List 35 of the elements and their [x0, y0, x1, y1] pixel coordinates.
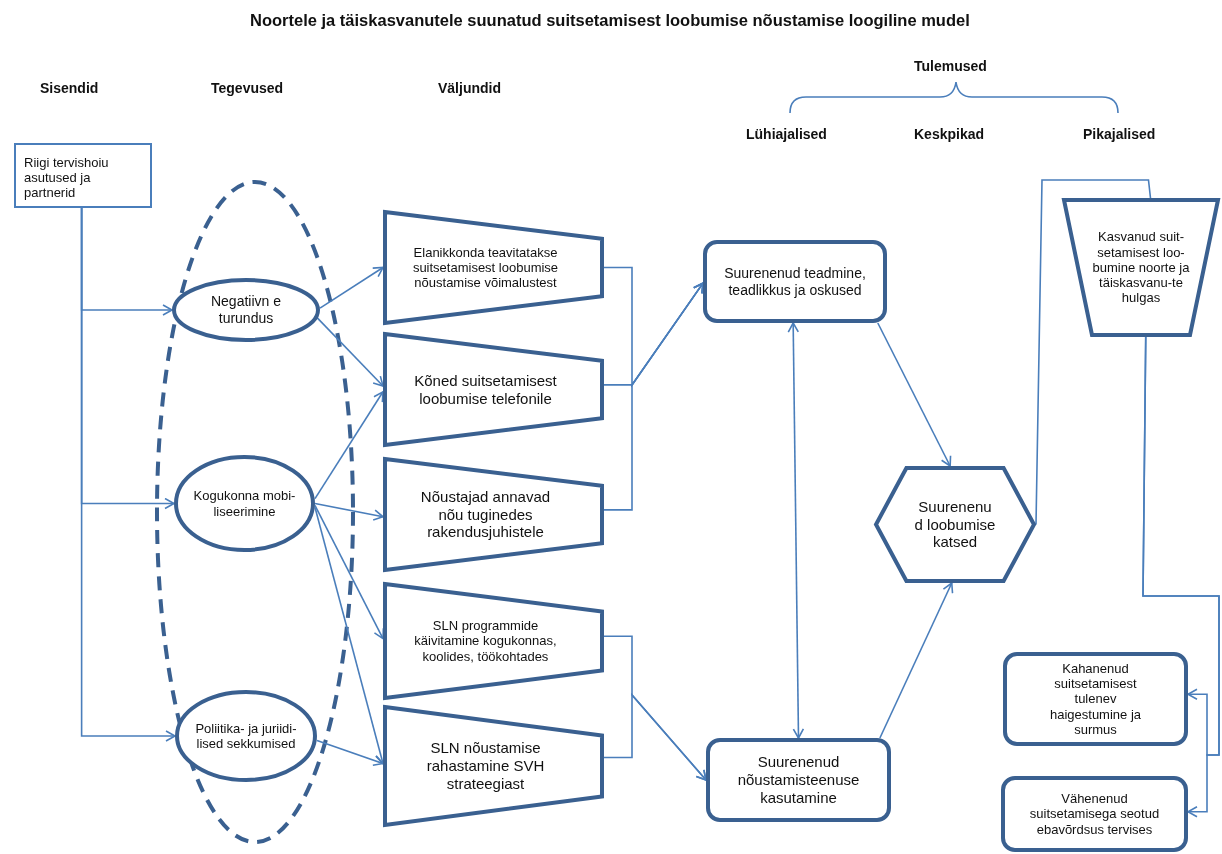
diagram-title: Noortele ja täiskasvanutele suunatud suitsetamisest loobumise nõustamise loogiline mudel [250, 10, 970, 31]
column-heading: Pikajalised [1083, 125, 1156, 144]
outcome-box: Suurenenud nõustamisteenuse kasutamine [706, 738, 891, 822]
arrow [316, 316, 384, 387]
column-heading: Lühiajalised [746, 125, 827, 144]
column-heading: Sisendid [40, 79, 99, 98]
column-heading: Tegevused [211, 79, 284, 98]
input-box: Riigi tervishoiu asutused ja partnerid [14, 143, 152, 208]
arrow [603, 692, 707, 781]
arrow [319, 266, 384, 309]
activity-oval: Poliitika- ja juriidi- lised sekkumised [175, 690, 317, 782]
column-heading: Väljundid [438, 79, 501, 98]
column-heading: Keskpikad [914, 125, 985, 144]
arrow [877, 322, 952, 467]
arrow [314, 502, 384, 521]
output-trapezoid: Nõustajad annavad nõu tuginedes rakendusjuhistele [383, 457, 604, 572]
outcome-box: Vähenenud suitsetamisega seotud ebavõrdsus tervises [1001, 776, 1188, 852]
column-heading: Tulemused [914, 57, 987, 76]
arrow [314, 391, 384, 500]
activity-oval: Kogukonna mobi- liseerimine [174, 455, 315, 552]
arrow [80, 207, 176, 742]
outcome-box: Kahanenud suitsetamisest tulenev haigestumine ja surmus [1003, 652, 1188, 746]
output-trapezoid: Kõned suitsetamisest loobumise telefonile [383, 332, 604, 447]
output-trapezoid: SLN nõustamise rahastamine SVH strateegiast [383, 705, 604, 827]
connector-line [1035, 179, 1152, 526]
outcome-box: Suurenenud teadmine, teadlikkus ja oskused [703, 240, 887, 323]
outcome-trapezoid: Kasvanud suit- setamisest loo-bumine noorte ja täiskasvanu-te hulgas [1062, 198, 1220, 337]
activity-oval: Negatiivn e turundus [172, 278, 320, 342]
arrow [879, 582, 954, 739]
arrow [314, 504, 385, 640]
outcome-hexagon: Suurenenu d loobumise katsed [874, 466, 1036, 583]
output-trapezoid: SLN programmide käivitamine kogukonnas, koolides, töökohtades [383, 582, 604, 700]
arrow [787, 322, 805, 739]
output-trapezoid: Elanikkonda teavitatakse suitsetamisest loobumise nõustamise võimalustest [383, 210, 604, 325]
arrow [603, 282, 704, 511]
